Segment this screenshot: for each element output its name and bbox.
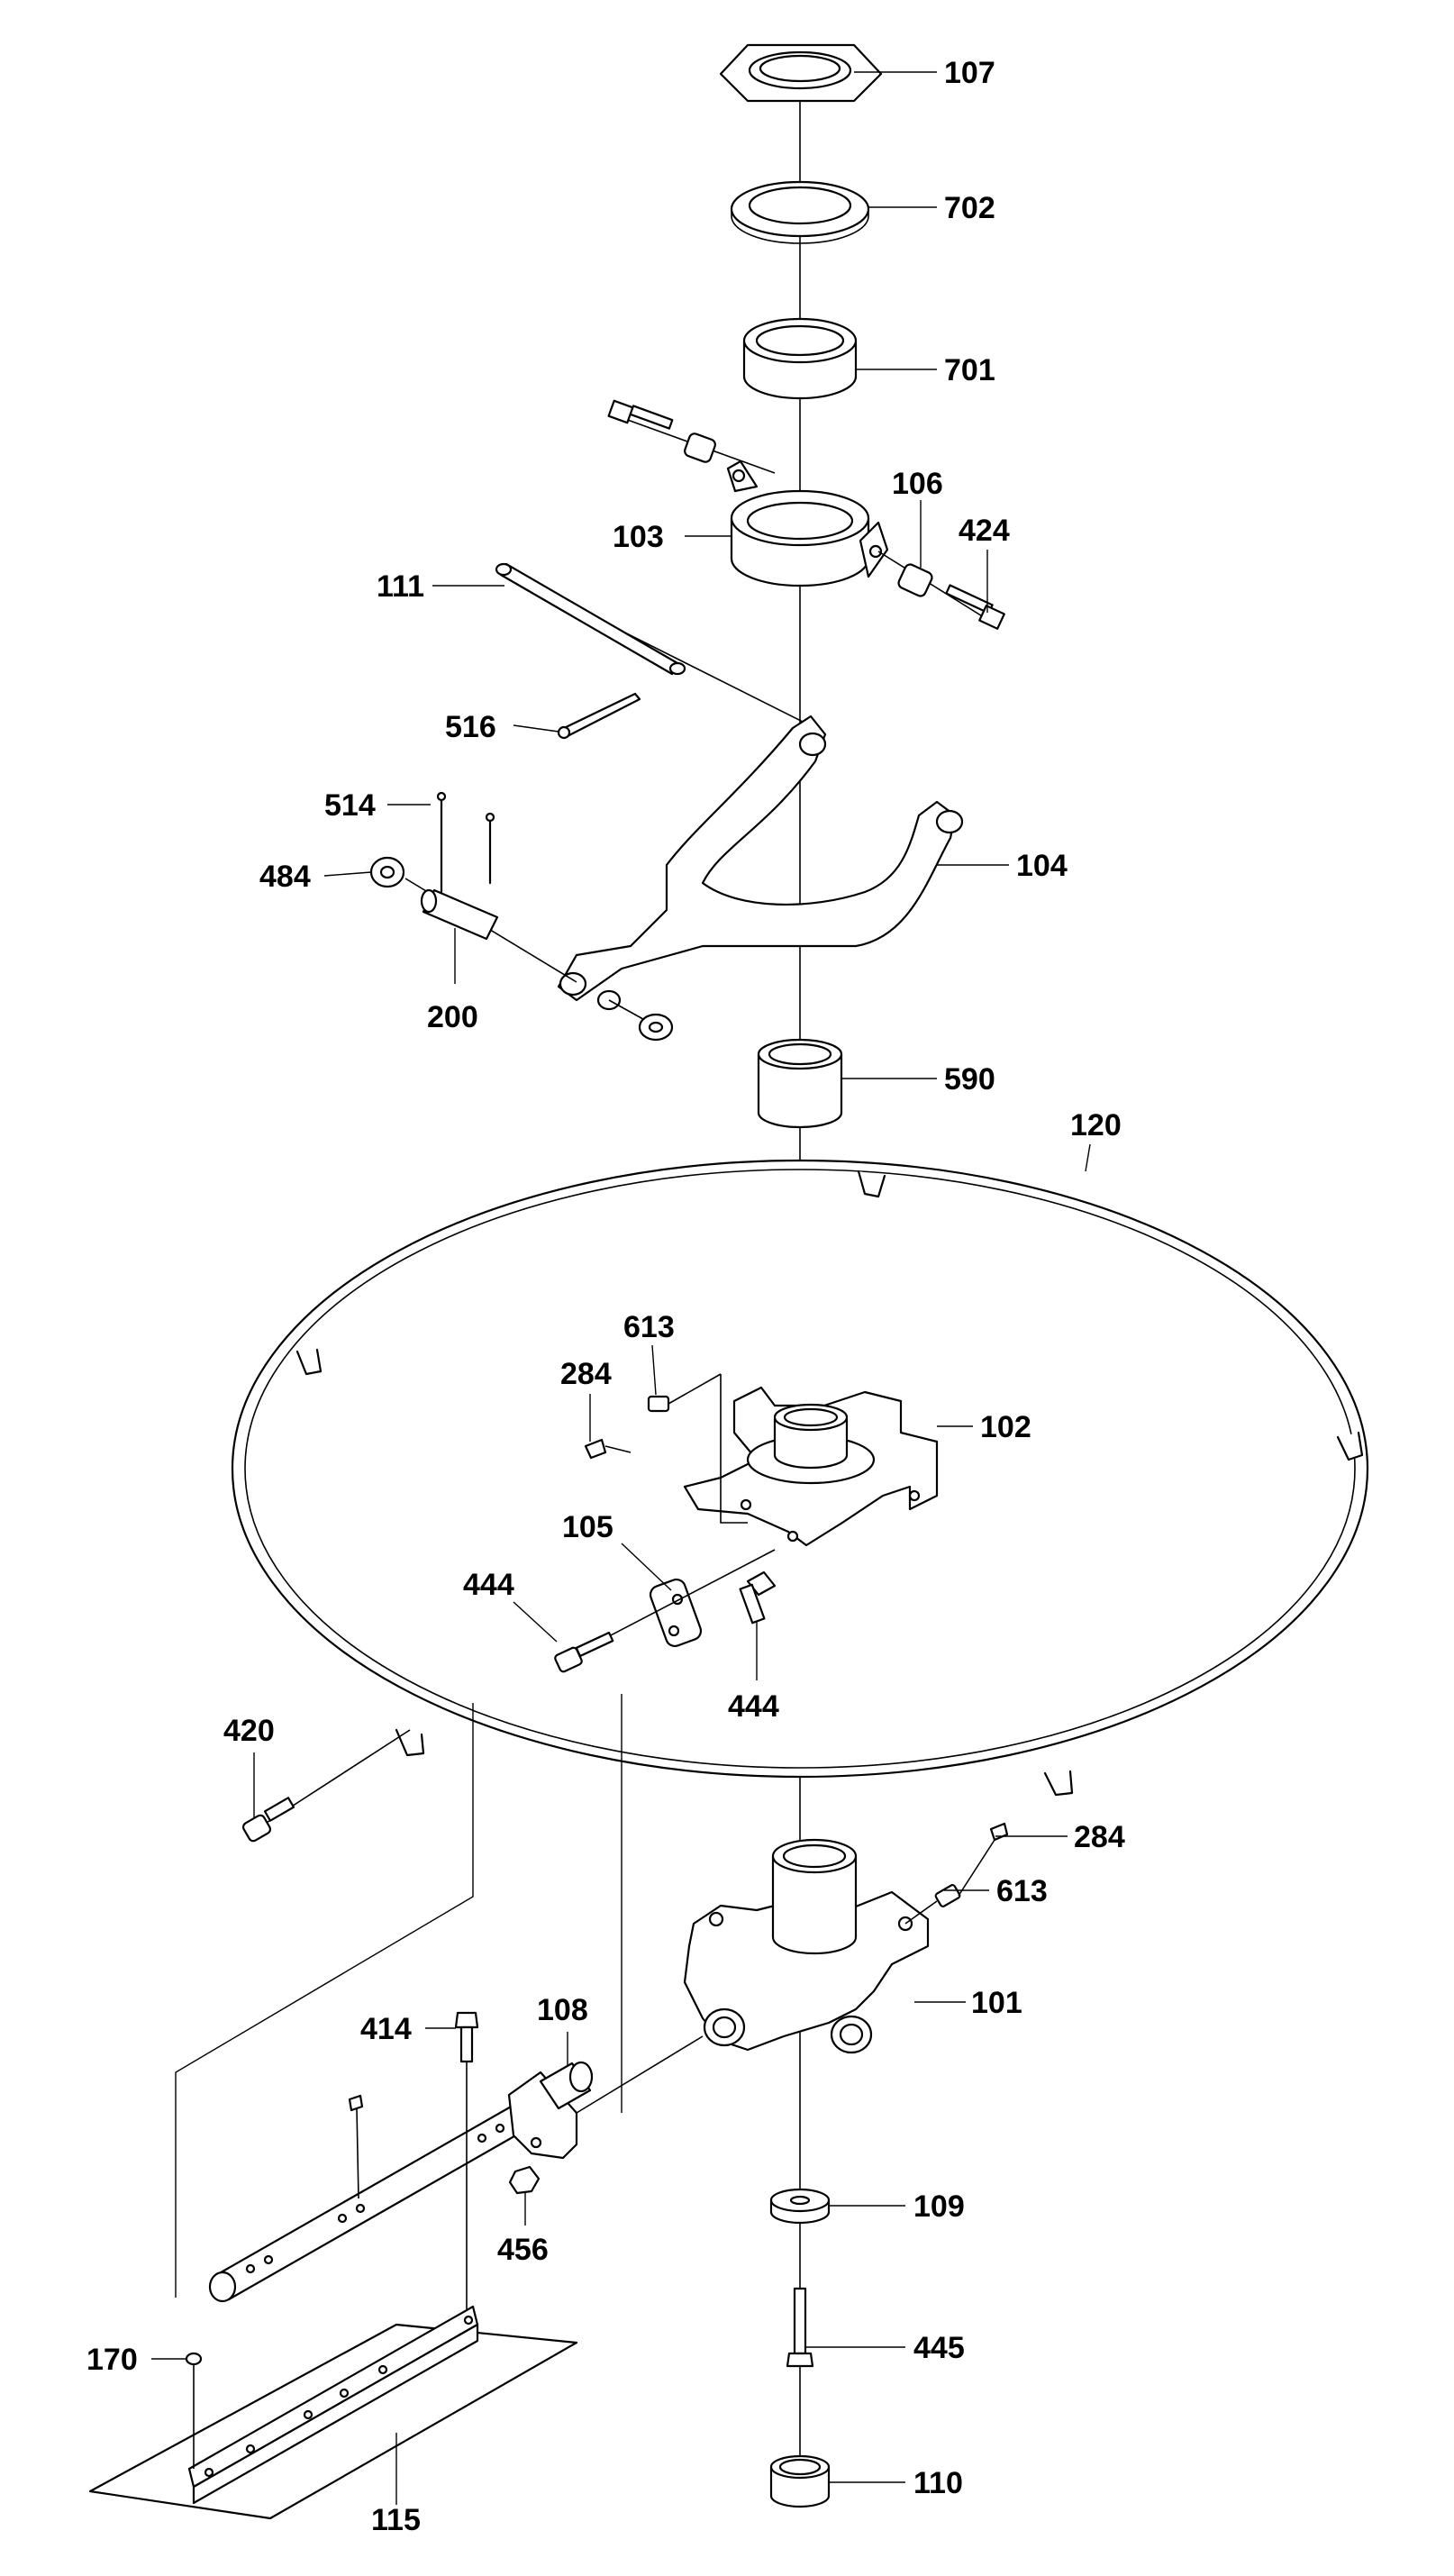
part-104-wishbone-arm <box>557 715 964 1011</box>
part-284-upper <box>584 1438 632 1460</box>
part-701-bearing <box>742 317 858 400</box>
label-424: 424 <box>959 514 1010 548</box>
label-106: 106 <box>892 467 943 501</box>
label-613-upper: 613 <box>623 1310 675 1344</box>
part-456-nut <box>508 2165 541 2195</box>
label-444-left: 444 <box>463 1568 514 1602</box>
part-444-screw-left <box>554 1631 614 1673</box>
part-613-upper <box>647 1373 748 1524</box>
label-414: 414 <box>360 2012 412 2046</box>
label-110: 110 <box>913 2466 963 2500</box>
label-111: 111 <box>377 569 424 604</box>
part-200-pin <box>404 878 577 983</box>
label-516: 516 <box>445 710 496 744</box>
label-590: 590 <box>944 1062 995 1097</box>
part-108-shaft <box>208 2035 704 2303</box>
part-445-screw <box>786 2287 814 2368</box>
part-590-sleeve <box>757 1038 843 1129</box>
label-115: 115 <box>371 2503 421 2537</box>
label-108: 108 <box>537 1993 588 2027</box>
label-103: 103 <box>613 520 664 554</box>
label-456: 456 <box>497 2233 549 2267</box>
label-613-lower: 613 <box>996 1874 1048 1908</box>
part-clip-shaft <box>348 2094 364 2199</box>
label-444-right: 444 <box>728 1689 779 1724</box>
label-701: 701 <box>944 353 995 387</box>
part-106-spacer <box>877 551 992 623</box>
part-514-pins <box>436 791 495 894</box>
label-102: 102 <box>980 1410 1031 1444</box>
label-104: 104 <box>1016 849 1068 883</box>
part-109-washer <box>769 2188 831 2225</box>
label-514: 514 <box>324 788 376 823</box>
part-444-screw-right <box>739 1570 777 1625</box>
part-484-washer <box>369 856 405 888</box>
leader-lines <box>151 71 1091 2505</box>
part-103-bracket <box>726 460 889 587</box>
part-102-upper-hub <box>683 1386 939 1547</box>
part-115-base-plate <box>88 2305 578 2520</box>
label-101: 101 <box>971 1986 1022 2020</box>
assembly-outline-lines <box>175 1703 474 2298</box>
label-284-upper: 284 <box>560 1357 612 1391</box>
part-110-cap <box>769 2454 831 2508</box>
label-120: 120 <box>1070 1108 1122 1142</box>
part-170-screw <box>185 2352 203 2469</box>
label-445: 445 <box>913 2331 965 2365</box>
label-420: 420 <box>223 1714 275 1748</box>
label-200: 200 <box>427 1000 478 1034</box>
label-105: 105 <box>562 1510 613 1544</box>
part-111-pin <box>495 562 816 729</box>
label-109: 109 <box>913 2189 965 2224</box>
part-107-hex-nut <box>719 43 883 103</box>
label-284-lower: 284 <box>1074 1820 1125 1854</box>
part-516-clip <box>557 692 641 740</box>
part-420-bolt <box>241 1729 411 1843</box>
label-484: 484 <box>259 860 311 894</box>
part-washer-small <box>608 999 674 1042</box>
label-170: 170 <box>86 2343 138 2377</box>
part-424-bolt <box>945 584 1005 630</box>
label-702: 702 <box>944 191 995 225</box>
part-702-ring <box>730 180 870 244</box>
part-bolt-left <box>607 399 776 474</box>
part-101-lower-hub <box>683 1838 930 2054</box>
label-107: 107 <box>944 56 995 90</box>
